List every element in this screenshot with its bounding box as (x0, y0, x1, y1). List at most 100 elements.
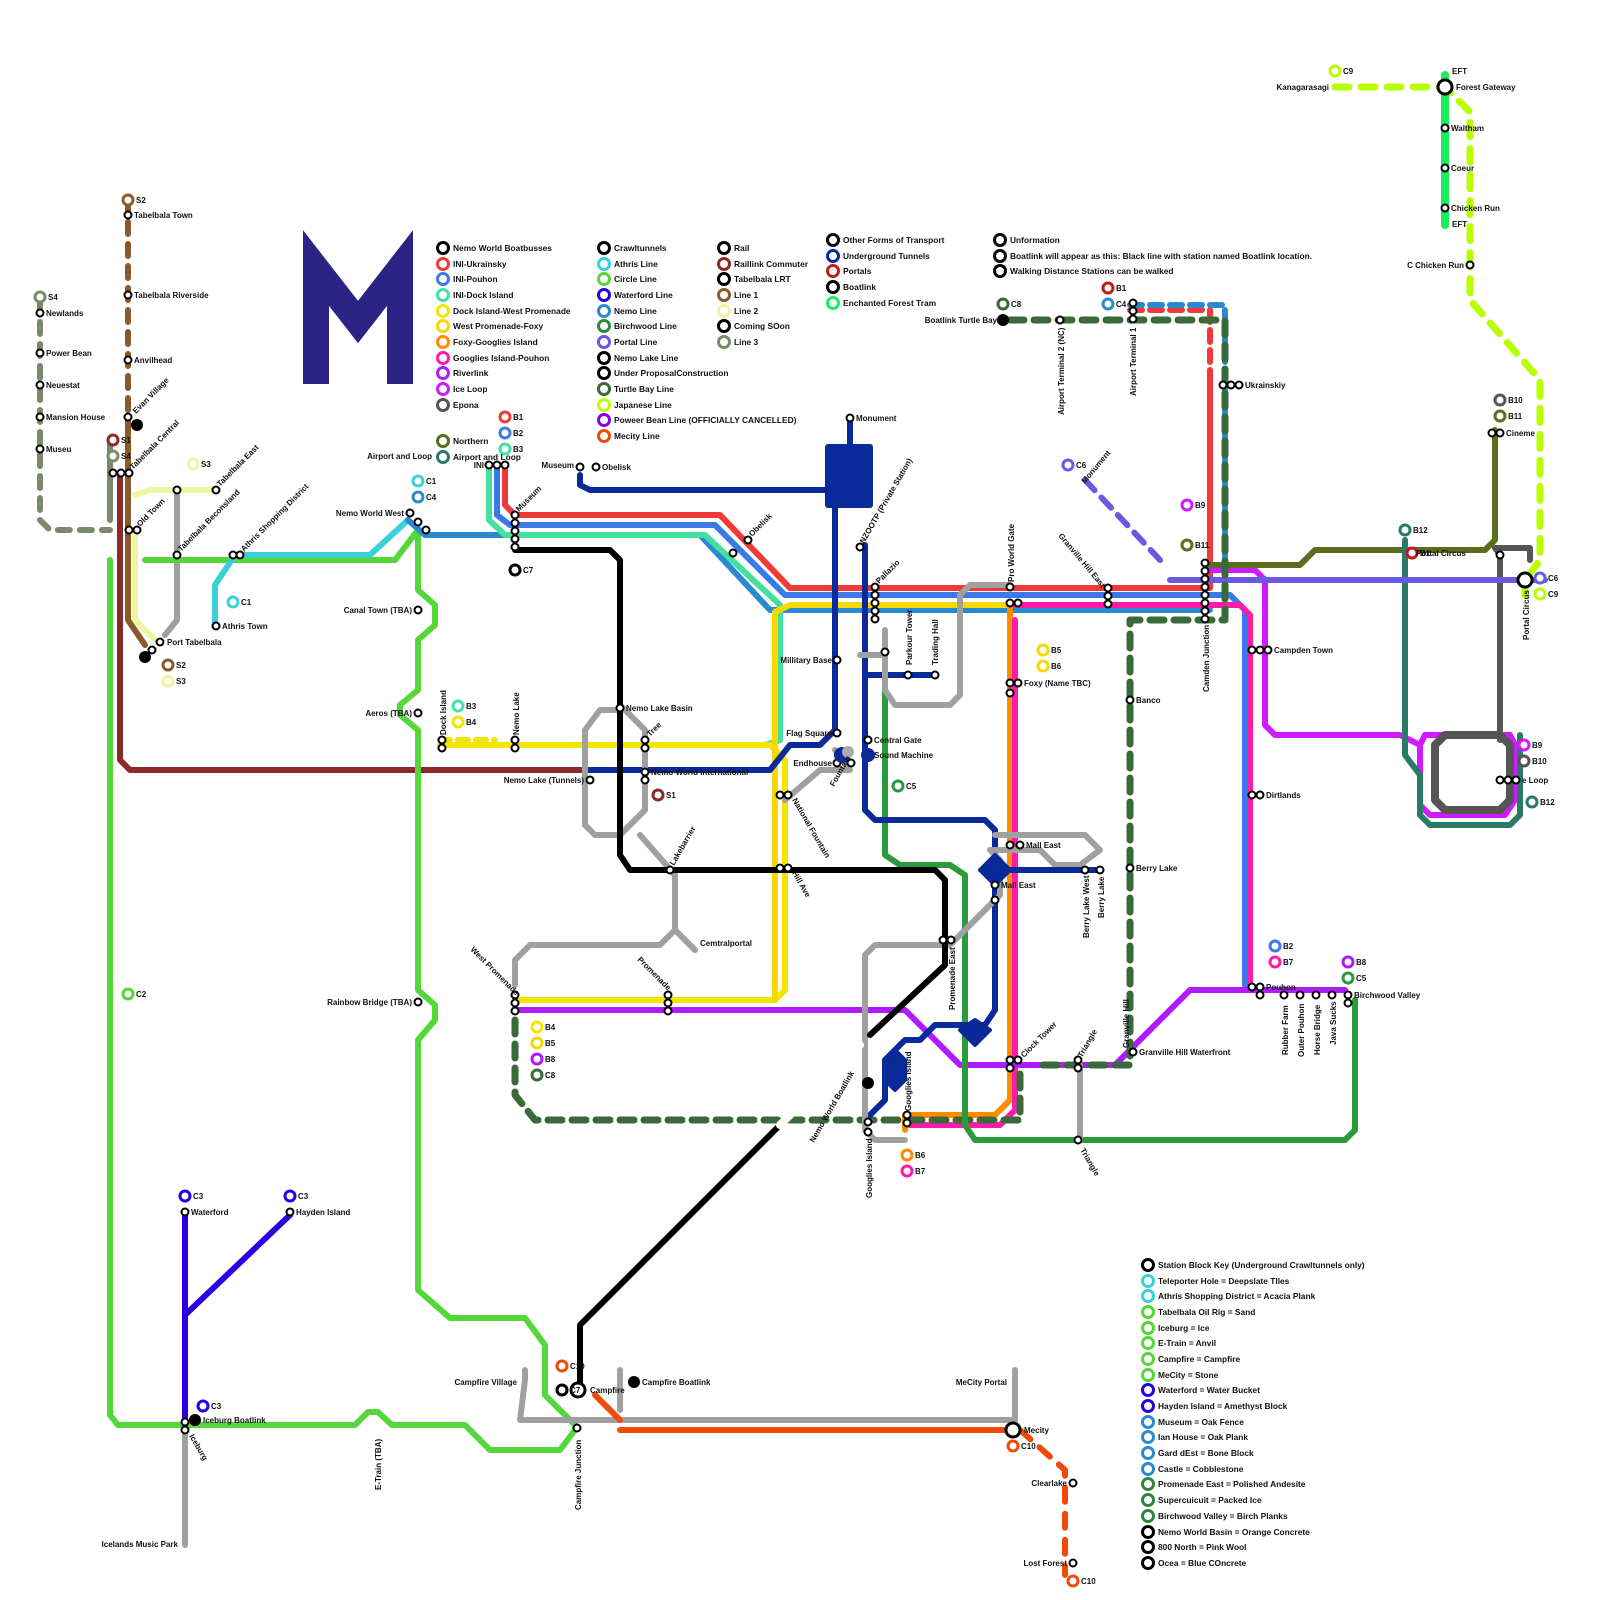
station-dot[interactable] (990, 895, 1000, 905)
station-dot[interactable] (180, 1207, 190, 1217)
station-dot[interactable] (1200, 566, 1210, 576)
station-dot[interactable] (1005, 582, 1015, 592)
station-dot[interactable] (510, 534, 520, 544)
badge-b10-icon[interactable] (1493, 393, 1507, 407)
badge-c7-icon[interactable] (555, 1383, 569, 1397)
station-dot[interactable] (615, 703, 625, 713)
badge-c5-icon[interactable] (1341, 971, 1355, 985)
station-dot[interactable] (405, 508, 415, 518)
badge-c1-icon[interactable] (226, 595, 240, 609)
badge-b4-icon[interactable] (530, 1020, 544, 1034)
badge-s4-icon[interactable] (33, 290, 47, 304)
station-dot[interactable] (413, 605, 423, 615)
station-dot[interactable] (591, 462, 601, 472)
station-dot[interactable] (990, 880, 1000, 890)
station-dot[interactable] (1487, 428, 1497, 438)
station-dot[interactable] (1247, 982, 1257, 992)
station-dot[interactable] (1200, 590, 1210, 600)
station-dot[interactable] (775, 863, 785, 873)
station-dot[interactable] (1125, 695, 1135, 705)
station-dot[interactable] (413, 997, 423, 1007)
station-dot[interactable] (421, 525, 431, 535)
station-dot[interactable] (903, 670, 913, 680)
badge-c2-icon[interactable] (121, 987, 135, 1001)
station-dot[interactable] (1255, 982, 1265, 992)
station-dot[interactable] (1128, 298, 1138, 308)
station-dot[interactable] (1218, 380, 1228, 390)
station-dot[interactable] (1128, 314, 1138, 324)
station-dot[interactable] (640, 743, 650, 753)
station-dot[interactable] (180, 1425, 190, 1435)
station-dot[interactable] (1503, 775, 1513, 785)
station-dot[interactable] (1440, 163, 1450, 173)
station-dot[interactable] (938, 935, 948, 945)
station-dot[interactable] (1005, 678, 1015, 688)
station-dot[interactable] (1255, 990, 1265, 1000)
station-dot[interactable] (1226, 380, 1236, 390)
interchange-icon[interactable] (997, 314, 1009, 326)
badge-c1-icon[interactable] (411, 474, 425, 488)
station-dot[interactable] (123, 412, 133, 422)
station-dot[interactable] (1005, 688, 1015, 698)
station-dot[interactable] (132, 525, 142, 535)
station-dot[interactable] (1200, 614, 1210, 624)
station-dot[interactable] (930, 670, 940, 680)
badge-b9-icon[interactable] (1517, 738, 1531, 752)
station-dot[interactable] (572, 1423, 582, 1433)
station-dot[interactable] (228, 550, 238, 560)
badge-b3-icon[interactable] (451, 699, 465, 713)
station-dot[interactable] (1295, 990, 1305, 1000)
station-dot[interactable] (846, 758, 856, 768)
station-dot[interactable] (211, 485, 221, 495)
badge-b6-icon[interactable] (1036, 659, 1050, 673)
station-dot[interactable] (1200, 606, 1210, 616)
badge-c9-icon[interactable] (1533, 587, 1547, 601)
station-dot[interactable] (1073, 1135, 1083, 1145)
badge-s3-icon[interactable] (186, 457, 200, 471)
badge-b5-icon[interactable] (530, 1036, 544, 1050)
badge-b11-icon[interactable] (1180, 538, 1194, 552)
station-dot[interactable] (155, 637, 165, 647)
badge-c8-icon[interactable] (530, 1068, 544, 1082)
station-dot[interactable] (663, 990, 673, 1000)
station-dot[interactable] (1263, 645, 1273, 655)
interchange-icon[interactable] (131, 419, 143, 431)
station-dot[interactable] (1005, 840, 1015, 850)
badge-c5-icon[interactable] (891, 779, 905, 793)
station-dot[interactable] (902, 1118, 912, 1128)
badge-b11-icon[interactable] (1493, 409, 1507, 423)
station-dot[interactable] (1311, 990, 1321, 1000)
station-dot[interactable] (1103, 591, 1113, 601)
station-dot[interactable] (575, 462, 585, 472)
station-dot[interactable] (510, 998, 520, 1008)
station-dot[interactable] (880, 647, 890, 657)
badge-c6-icon[interactable] (1061, 458, 1075, 472)
station-dot[interactable] (870, 590, 880, 600)
station-dot[interactable] (1005, 598, 1015, 608)
station-dot[interactable] (510, 735, 520, 745)
station-dot[interactable] (172, 485, 182, 495)
station-dot[interactable] (437, 735, 447, 745)
station-dot[interactable] (1013, 598, 1023, 608)
badge-b1-icon[interactable] (1101, 281, 1115, 295)
hub-icon[interactable] (861, 748, 875, 762)
badge-s1-icon[interactable] (651, 788, 665, 802)
badge-b10-icon[interactable] (1517, 754, 1531, 768)
station-dot[interactable] (728, 548, 738, 558)
station-dot[interactable] (123, 290, 133, 300)
station-dot[interactable] (510, 743, 520, 753)
station-dot[interactable] (1440, 123, 1450, 133)
station-dot[interactable] (1200, 582, 1210, 592)
station-dot[interactable] (783, 863, 793, 873)
station-dot[interactable] (1255, 645, 1265, 655)
hub-icon[interactable] (1436, 78, 1454, 96)
interchange-icon[interactable] (139, 651, 151, 663)
station-dot[interactable] (1080, 865, 1090, 875)
badge-c3-icon[interactable] (283, 1189, 297, 1203)
station-dot[interactable] (863, 735, 873, 745)
badge-b4-icon[interactable] (451, 715, 465, 729)
station-dot[interactable] (413, 517, 423, 527)
badge-b12-icon[interactable] (1398, 523, 1412, 537)
station-dot[interactable] (855, 542, 865, 552)
station-dot[interactable] (1055, 315, 1065, 325)
